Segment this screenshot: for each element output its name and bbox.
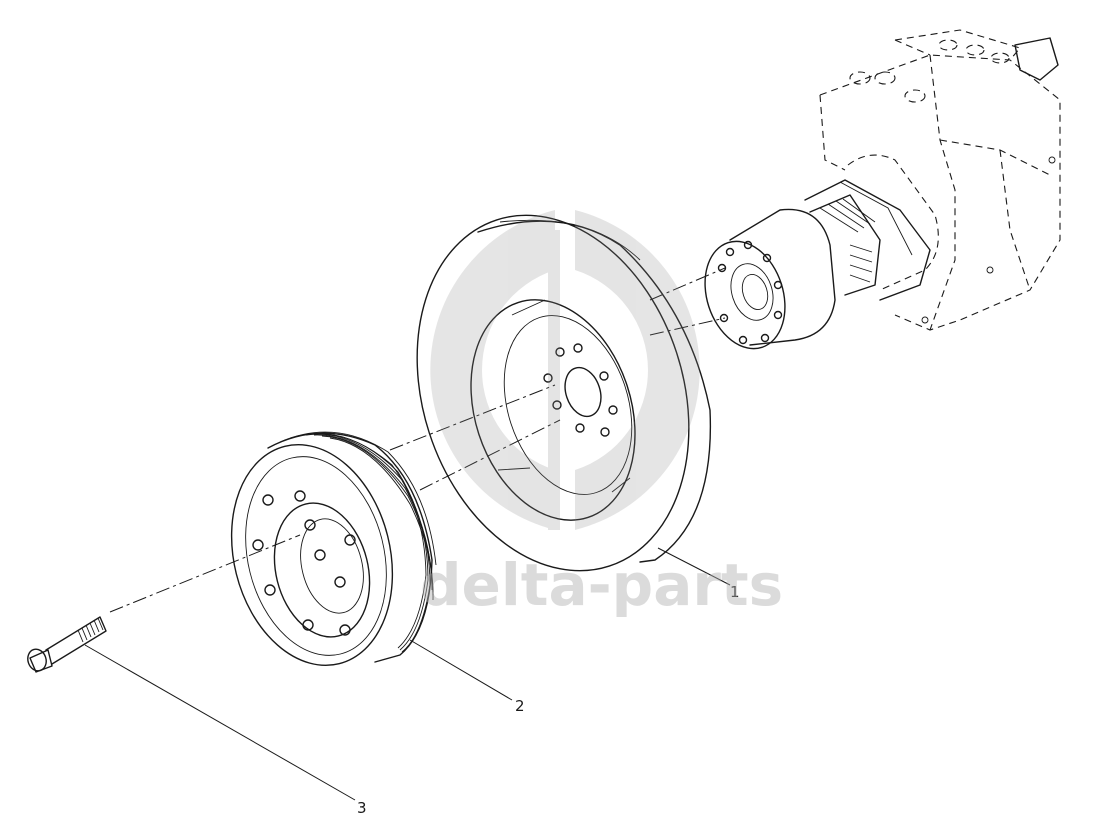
hex-bolt	[27, 616, 107, 673]
bolt-thread	[77, 617, 104, 643]
callout-2: 2	[515, 697, 525, 715]
pulley-grooves	[289, 433, 434, 653]
belt-pulley	[230, 431, 437, 666]
vibration-damper	[416, 214, 712, 572]
watermark-logo	[430, 210, 700, 530]
callout-1: 1	[730, 583, 740, 601]
assembly-axes	[109, 267, 726, 613]
callout-3: 3	[357, 799, 367, 817]
crankshaft	[704, 29, 1061, 350]
watermark-text: delta-parts	[420, 551, 783, 619]
leader-lines	[84, 547, 731, 801]
